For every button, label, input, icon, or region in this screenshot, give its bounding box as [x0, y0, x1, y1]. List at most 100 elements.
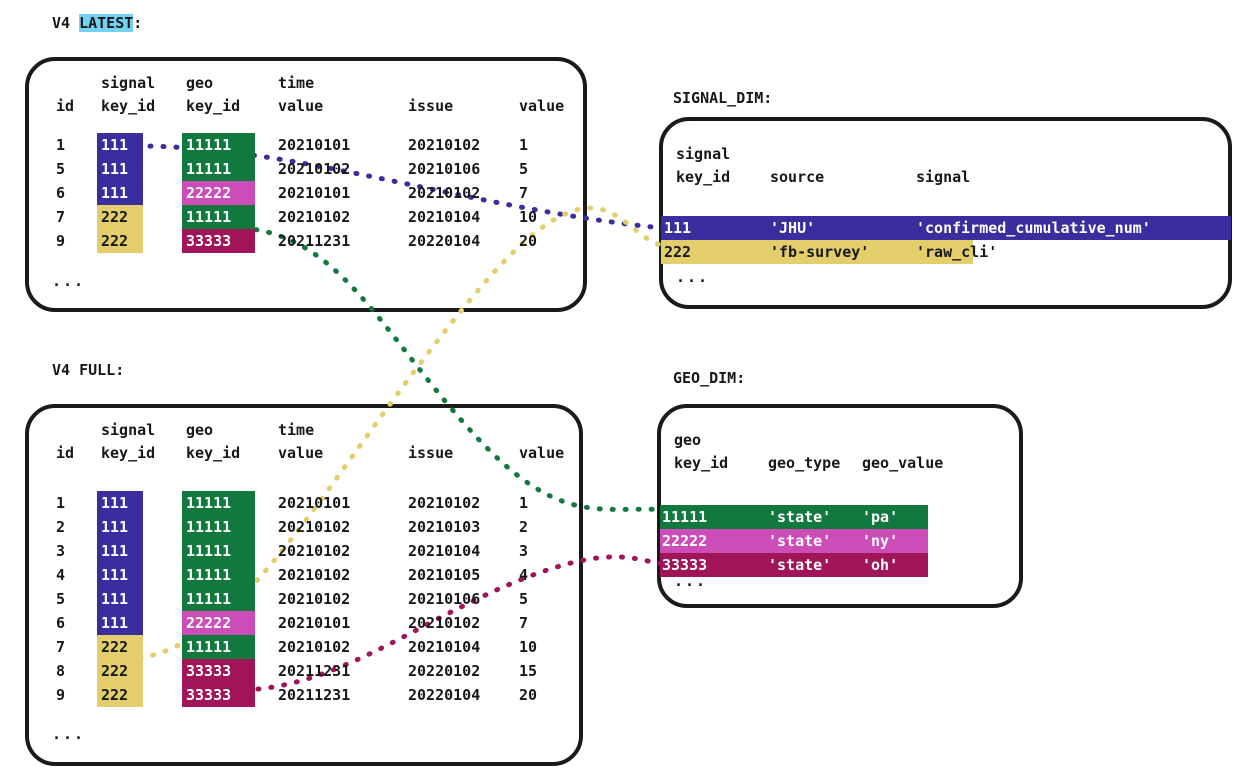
- full-row-signal-key-chip: [97, 539, 143, 563]
- geo-dim-cell-key-id: 22222: [662, 532, 708, 550]
- latest-row-cell-id: 5: [56, 160, 66, 178]
- latest-row-cell-id: 9: [56, 232, 66, 250]
- full-row-signal-key-chip: [97, 611, 143, 635]
- latest-row-cell-issue: 20210104: [408, 208, 481, 226]
- full-row-cell-geo-key: 33333: [186, 662, 232, 680]
- latest-row-cell-geo-key: 33333: [186, 232, 232, 250]
- signal-dim-col-key-id: key_id: [676, 168, 731, 186]
- latest-col-value: value: [519, 97, 565, 115]
- full-table-title: V4 FULL:: [52, 361, 125, 379]
- full-row-cell-id: 8: [56, 662, 66, 680]
- latest-row-cell-id: 7: [56, 208, 66, 226]
- latest-col-geo-key: key_id: [186, 97, 241, 115]
- full-row-signal-key-chip: [97, 491, 143, 515]
- full-row-cell-time-value: 20210101: [278, 494, 351, 512]
- full-col-signal-key: key_id: [101, 444, 156, 462]
- signal-dim-cell-signal: 'confirmed_cumulative_num': [916, 219, 1151, 237]
- geo-dim-cell-key-id: 33333: [662, 556, 708, 574]
- signal-dim-row-chip: [661, 240, 973, 264]
- full-row-signal-key-chip: [97, 635, 143, 659]
- full-row-cell-geo-key: 11111: [186, 590, 232, 608]
- full-row-cell-time-value: 20210102: [278, 590, 351, 608]
- full-row-cell-time-value: 20211231: [278, 662, 351, 680]
- full-row-cell-value: 10: [519, 638, 538, 656]
- full-col-issue: issue: [408, 444, 454, 462]
- signal-dim-cell-signal: 'raw_cli': [916, 243, 998, 261]
- signal-dim-cell-key-id: 111: [664, 219, 692, 237]
- full-row-cell-signal-key: 222: [101, 662, 129, 680]
- full-row-cell-id: 7: [56, 638, 66, 656]
- geo-dim-row-chip: [660, 529, 928, 553]
- full-row-cell-id: 9: [56, 686, 66, 704]
- full-row-cell-geo-key: 33333: [186, 686, 232, 704]
- full-col-time-value: value: [278, 444, 324, 462]
- signal-dim-row-chip: [661, 216, 1231, 240]
- latest-row-cell-id: 1: [56, 136, 66, 154]
- signal-dim-header-row: signal key_id source signal: [676, 143, 970, 281]
- latest-row-cell-geo-key: 11111: [186, 160, 232, 178]
- full-row-cell-time-value: 20210102: [278, 518, 351, 536]
- full-col-geo-line1: geo: [186, 421, 214, 439]
- full-row-cell-id: 2: [56, 518, 66, 536]
- full-row-cell-geo-key: 22222: [186, 614, 232, 632]
- latest-row-cell-time-value: 20210102: [278, 208, 351, 226]
- full-row-cell-geo-key: 11111: [186, 542, 232, 560]
- latest-row-cell-time-value: 20210102: [278, 160, 351, 178]
- full-row-signal-key-chip: [97, 515, 143, 539]
- full-row-cell-time-value: 20211231: [278, 686, 351, 704]
- full-row-cell-time-value: 20210101: [278, 614, 351, 632]
- full-row-cell-id: 1: [56, 494, 66, 512]
- latest-col-issue: issue: [408, 97, 454, 115]
- geo-dim-col-geo-line1: geo: [674, 431, 702, 449]
- latest-col-signal-line1: signal: [101, 74, 156, 92]
- geo-dim-cell-geo-type: 'state': [768, 508, 832, 526]
- latest-row-cell-time-value: 20210101: [278, 136, 351, 154]
- latest-row-cell-signal-key: 222: [101, 208, 129, 226]
- full-ellipsis: ...: [52, 725, 86, 743]
- latest-row-cell-id: 6: [56, 184, 66, 202]
- full-row-cell-id: 6: [56, 614, 66, 632]
- full-row-cell-geo-key: 11111: [186, 638, 232, 656]
- latest-row-cell-geo-key: 22222: [186, 184, 232, 202]
- signal-dim-title: SIGNAL_DIM:: [673, 89, 773, 107]
- geo-dim-row-chip: [660, 553, 928, 577]
- full-row-cell-id: 5: [56, 590, 66, 608]
- signal-dim-cell-source: 'fb-survey': [770, 243, 870, 261]
- latest-row-cell-issue: 20210102: [408, 184, 481, 202]
- full-col-id: id: [56, 444, 75, 462]
- full-row-cell-signal-key: 111: [101, 614, 129, 632]
- latest-col-id: id: [56, 97, 75, 115]
- latest-row-cell-time-value: 20210101: [278, 184, 351, 202]
- full-row-cell-time-value: 20210102: [278, 566, 351, 584]
- full-row-cell-value: 5: [519, 590, 529, 608]
- full-row-cell-signal-key: 111: [101, 542, 129, 560]
- full-row-cell-value: 7: [519, 614, 529, 632]
- geo-dim-title: GEO_DIM:: [673, 369, 746, 387]
- latest-row-cell-value: 10: [519, 208, 538, 226]
- latest-row-cell-value: 5: [519, 160, 529, 178]
- latest-row-cell-signal-key: 111: [101, 184, 129, 202]
- geo-dim-cell-geo-value: 'oh': [862, 556, 899, 574]
- geo-dim-cell-geo-value: 'pa': [862, 508, 899, 526]
- geo-dim-col-geo-value: geo_value: [862, 454, 944, 472]
- full-row-cell-signal-key: 111: [101, 566, 129, 584]
- signal-dim-cell-source: 'JHU': [770, 219, 816, 237]
- latest-row-cell-value: 7: [519, 184, 529, 202]
- full-row-cell-value: 1: [519, 494, 529, 512]
- full-row-cell-time-value: 20210102: [278, 638, 351, 656]
- full-row-cell-value: 4: [519, 566, 529, 584]
- geo-dim-ellipsis: ...: [674, 572, 708, 590]
- signal-dim-cell-key-id: 222: [664, 243, 692, 261]
- geo-dim-col-geo-type: geo_type: [768, 454, 841, 472]
- latest-row-cell-geo-key: 11111: [186, 136, 232, 154]
- full-row-signal-key-chip: [97, 683, 143, 707]
- full-row-cell-issue: 20210102: [408, 494, 481, 512]
- latest-title-highlight: LATEST: [79, 14, 134, 32]
- latest-col-time-value: value: [278, 97, 324, 115]
- latest-table-title: V4 LATEST:: [52, 14, 142, 32]
- geo-dim-cell-key-id: 11111: [662, 508, 708, 526]
- full-row-cell-id: 4: [56, 566, 66, 584]
- latest-row-signal-key-chip: [97, 229, 143, 253]
- full-row-cell-signal-key: 111: [101, 494, 129, 512]
